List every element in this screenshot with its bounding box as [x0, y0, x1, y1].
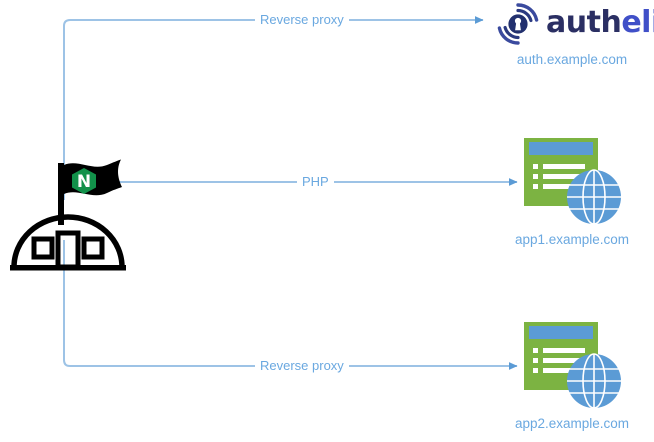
authelia-wordmark-part1: auth [546, 5, 622, 40]
app2-caption: app2.example.com [514, 416, 630, 431]
nginx-logo-hexagon: N [72, 168, 96, 194]
edge-label-php: PHP [297, 175, 334, 189]
nginx-proxy-node[interactable]: N [8, 155, 128, 275]
svg-text:N: N [77, 172, 91, 192]
authelia-caption: auth.example.com [516, 52, 628, 67]
app2-service-node[interactable] [524, 322, 624, 410]
nginx-fortress-icon: N [10, 159, 126, 271]
authelia-wordmark: authelia [546, 8, 654, 38]
web-app-globe-icon [524, 138, 621, 225]
app1-caption: app1.example.com [514, 232, 630, 247]
edge-label-reverse-proxy-bottom: Reverse proxy [255, 359, 349, 373]
authelia-wordmark-part2: elia [621, 5, 654, 40]
edge-proxy-to-app2-path [63, 240, 518, 370]
web-app-globe-icon [524, 322, 621, 409]
globe-icon [567, 169, 621, 225]
authelia-keyhole-icon [497, 3, 539, 45]
edge-label-reverse-proxy-top: Reverse proxy [255, 13, 349, 27]
authelia-service-node[interactable] [492, 2, 544, 46]
app1-service-node[interactable] [524, 138, 624, 226]
edge-proxy-to-authelia-path [63, 16, 484, 200]
globe-icon [567, 353, 621, 409]
